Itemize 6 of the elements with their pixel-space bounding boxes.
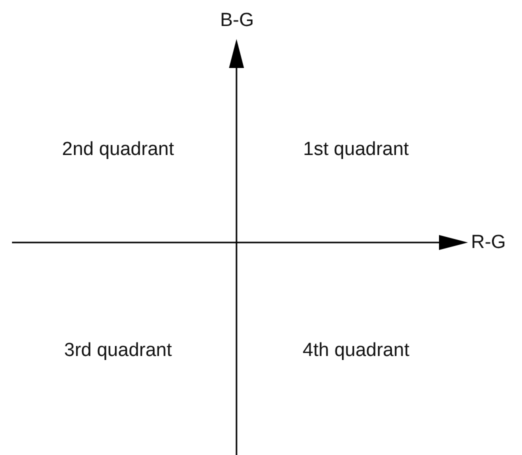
quadrant-label: 2nd quadrant bbox=[62, 140, 174, 159]
quadrant-label: 4th quadrant bbox=[302, 341, 410, 360]
axis-label: R-G bbox=[471, 233, 506, 252]
quadrant-label: 1st quadrant bbox=[303, 140, 409, 159]
axis-label: B-G bbox=[220, 11, 254, 30]
quadrant-label: 3rd quadrant bbox=[64, 341, 172, 360]
